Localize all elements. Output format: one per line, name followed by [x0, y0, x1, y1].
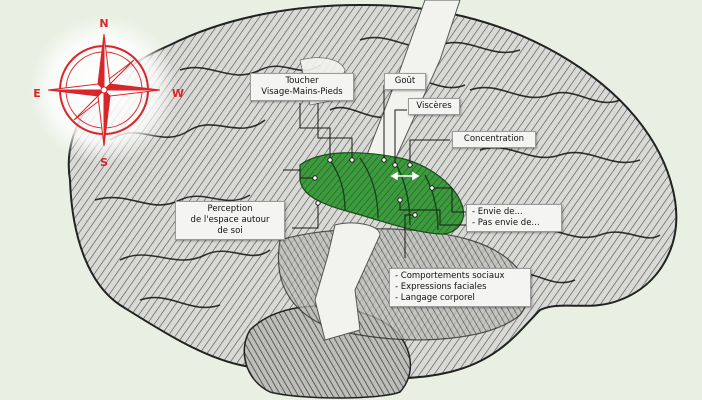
connector-dots [312, 157, 435, 218]
label-social-line3: - Langage corporel [395, 293, 475, 303]
compass-south-label: S [100, 156, 108, 169]
label-social: - Comportements sociaux - Expressions fa… [389, 268, 531, 307]
label-perception-line3: de soi [217, 226, 243, 236]
label-toucher-line1: Toucher [285, 76, 319, 86]
label-perception: Perception de l'espace autour de soi [175, 201, 285, 240]
label-envie: - Envie de... - Pas envie de... [466, 204, 562, 232]
label-perception-line1: Perception [207, 204, 253, 214]
insula-highlight [299, 152, 464, 235]
label-gout: Goût [384, 73, 426, 90]
label-envie-line2: - Pas envie de... [472, 218, 540, 228]
compass-north-label: N [99, 17, 108, 30]
label-perception-line2: de l'espace autour [190, 215, 270, 225]
label-social-line2: - Expressions faciales [395, 282, 487, 292]
double-arrow-icon [390, 171, 420, 181]
connector-lines [283, 85, 466, 258]
compass-west-label: W [172, 87, 184, 100]
label-envie-line1: - Envie de... [472, 207, 523, 217]
label-concentration-text: Concentration [463, 134, 525, 144]
label-toucher: Toucher Visage-Mains-Pieds [250, 73, 354, 101]
compass-rose-icon: N S E W [30, 16, 184, 169]
label-visceres-text: Viscères [416, 101, 452, 111]
label-toucher-line2: Visage-Mains-Pieds [261, 87, 343, 97]
label-gout-text: Goût [394, 76, 416, 86]
compass-east-label: E [33, 87, 41, 100]
label-social-line1: - Comportements sociaux [395, 271, 505, 281]
label-visceres: Viscères [408, 98, 460, 115]
label-concentration: Concentration [452, 131, 536, 148]
